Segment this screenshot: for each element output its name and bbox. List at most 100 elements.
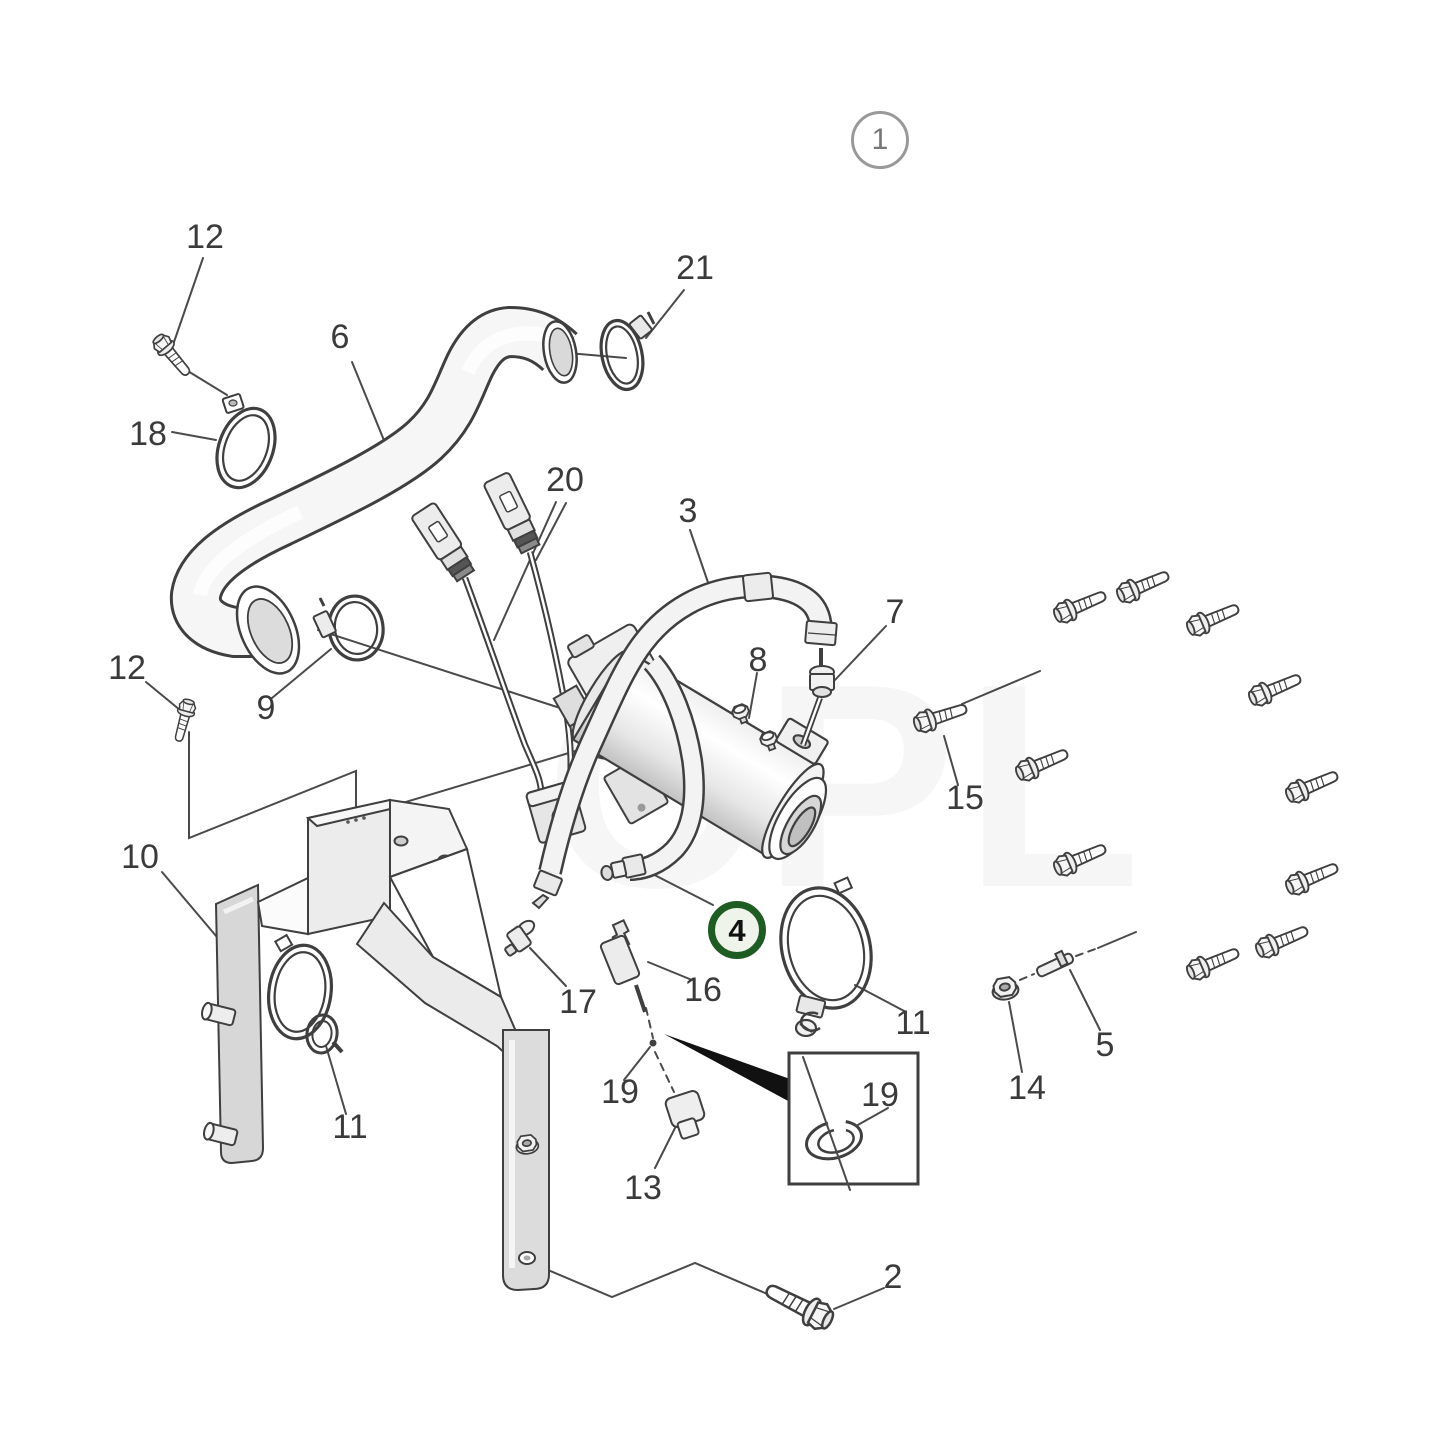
callout-11-right: 11 [895, 1004, 931, 1042]
hose-3-elbow-nut [804, 619, 838, 647]
flange-bolt-5 [1281, 764, 1343, 808]
leader-line-27 [654, 1051, 675, 1093]
hose-4-end-fitting [600, 853, 647, 881]
flange-bolt-3 [1244, 667, 1306, 711]
bracket-peg [203, 1121, 239, 1147]
leader-line-2 [171, 431, 217, 441]
callout-20: 20 [546, 461, 584, 499]
stud-5 [1035, 949, 1075, 978]
leader-line-6 [493, 501, 557, 641]
leader-line-28 [654, 1121, 679, 1169]
leader-line-10 [834, 625, 887, 681]
callout-19-inset: 19 [861, 1076, 899, 1114]
cable-20a [411, 502, 545, 791]
clamp-9 [312, 594, 385, 662]
leader-line-11 [943, 735, 959, 786]
leader-line-17 [317, 629, 586, 717]
leader-line-19 [161, 871, 223, 944]
leader-line-16 [188, 731, 357, 840]
callout-10: 10 [121, 838, 159, 876]
callout-7: 7 [885, 593, 905, 631]
hose-6-right-mouth [542, 320, 578, 384]
bracket-10 [201, 798, 550, 1292]
cable-20a-connector [411, 502, 476, 583]
hose-4 [600, 654, 705, 881]
flange-bolt-7 [1281, 856, 1343, 900]
ferrule-17 [504, 919, 536, 957]
callout-14: 14 [1008, 1069, 1046, 1107]
leader-lines [145, 257, 1137, 1310]
leader-line-9 [748, 672, 758, 719]
sensor-13 [664, 1090, 706, 1140]
callout-13: 13 [624, 1169, 662, 1207]
magnify-wedge [664, 1034, 790, 1102]
leader-line-22 [529, 947, 567, 987]
fitting-7 [800, 648, 835, 747]
hose-6 [169, 305, 578, 675]
callout-19-main: 19 [601, 1073, 639, 1111]
flange-nut-0 [989, 974, 1021, 1003]
flange-bolt-0 [1049, 584, 1111, 628]
bracket-peg [201, 1001, 237, 1027]
callout-8: 8 [748, 641, 768, 679]
callout-18: 18 [129, 415, 167, 453]
leader-line-34 [1097, 931, 1137, 949]
oring-19-dot [649, 1039, 657, 1047]
hose-6-left-mouth [235, 585, 301, 675]
flange-bolt-6 [1049, 837, 1111, 881]
flange-bolt-10 [910, 696, 971, 737]
leader-line-21 [647, 961, 693, 981]
leader-line-33 [1075, 947, 1099, 957]
callout-11-left: 11 [332, 1108, 368, 1146]
flange-bolt-11 [148, 329, 197, 382]
hose-3-collar [742, 571, 774, 603]
callout-12-top: 12 [186, 218, 224, 256]
clamp-11-screw [794, 994, 827, 1038]
callout-3: 3 [678, 492, 698, 530]
flange-bolt-1 [1112, 564, 1174, 608]
hose-3 [531, 571, 838, 910]
leader-line-15 [145, 681, 181, 711]
clamp-11-left [267, 933, 344, 1055]
clamp-9-screw [312, 597, 337, 639]
callout-5: 5 [1095, 1026, 1115, 1064]
flange-bolt-8 [1182, 941, 1244, 985]
leader-line-35 [1008, 1001, 1023, 1073]
callout-17: 17 [559, 983, 597, 1021]
callout-12-mid: 12 [108, 649, 146, 687]
leader-line-14 [271, 648, 332, 699]
callout-21: 21 [676, 249, 714, 287]
leader-line-0 [173, 257, 204, 343]
callout-4[interactable]: 4 [708, 901, 766, 959]
flange-bolt-13 [759, 1275, 839, 1336]
leader-line-7 [535, 502, 567, 561]
leader-line-over-0 [802, 1056, 851, 1191]
callout-16: 16 [684, 971, 722, 1009]
leader-line-25 [623, 1046, 651, 1081]
leader-line-29 [528, 1261, 787, 1303]
leader-line-12 [961, 670, 1041, 705]
callout-15: 15 [946, 779, 984, 817]
flange-bolt-9 [1251, 919, 1313, 963]
sensor-16 [599, 918, 647, 1013]
clamp-21 [599, 311, 656, 392]
leader-lines-over [802, 1056, 889, 1191]
callout-ref-1: 1 [851, 111, 909, 169]
flange-bolt-2 [1182, 597, 1244, 641]
inset-box [787, 1051, 920, 1186]
clamp-18 [215, 393, 277, 490]
leader-line-30 [833, 1287, 885, 1310]
clamp-18-ear [221, 393, 245, 414]
leader-line-31 [1069, 969, 1101, 1031]
leader-line-26 [645, 1007, 654, 1039]
clamp-21-screw [628, 311, 656, 340]
callout-9: 9 [256, 689, 276, 727]
clamp-11-right [779, 876, 873, 1038]
hose-3-end-fitting [531, 869, 563, 910]
flange-bolt-4 [1011, 742, 1073, 786]
leader-line-over-1 [855, 1107, 889, 1127]
callout-6: 6 [330, 318, 350, 356]
callout-2: 2 [883, 1258, 903, 1296]
